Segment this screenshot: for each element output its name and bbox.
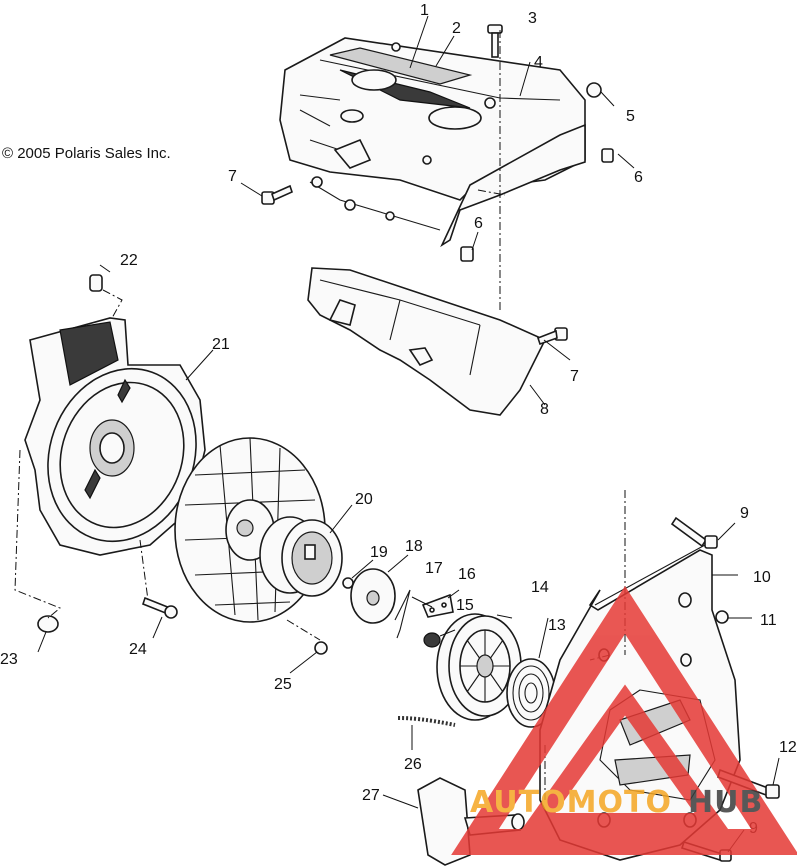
bolt-7-upper — [261, 184, 293, 205]
watermark-text-dark: HUB — [688, 785, 763, 820]
callout-26: 26 — [404, 756, 422, 773]
callout-18: 18 — [405, 538, 423, 555]
clip-6a — [601, 148, 614, 163]
callout-3: 3 — [528, 10, 537, 27]
bolt-25 — [314, 641, 328, 655]
callout-14: 14 — [531, 579, 549, 596]
callout-9a: 9 — [740, 505, 749, 522]
plug-23 — [37, 615, 59, 633]
callout-10: 10 — [753, 569, 771, 586]
flywheel-housing — [24, 317, 206, 556]
bolt-3 — [487, 24, 503, 58]
upper-shroud — [279, 37, 586, 248]
callout-20: 20 — [355, 491, 373, 508]
callout-8: 8 — [540, 401, 549, 418]
callout-23: 23 — [0, 651, 18, 668]
plate-18 — [350, 568, 396, 624]
bolt-24 — [142, 596, 178, 619]
callout-4: 4 — [534, 54, 543, 71]
callout-17: 17 — [425, 560, 443, 577]
copyright-notice: © 2005 Polaris Sales Inc. — [2, 145, 171, 162]
callout-16: 16 — [458, 566, 476, 583]
watermark-text-orange: AUTOMOTO — [470, 785, 672, 820]
pawl-16 — [421, 593, 454, 618]
automotohub-watermark: AUTOMOTO HUB — [451, 586, 797, 855]
dowel-22 — [89, 274, 103, 292]
callout-25: 25 — [274, 676, 292, 693]
bolt-7-lower — [537, 327, 568, 346]
callout-27: 27 — [362, 787, 380, 804]
callout-13: 13 — [548, 617, 566, 634]
callout-21: 21 — [212, 336, 230, 353]
nut-11 — [715, 610, 729, 624]
callout-5: 5 — [626, 108, 635, 125]
callout-11: 11 — [760, 612, 777, 629]
callout-2: 2 — [452, 20, 461, 37]
callout-22: 22 — [120, 252, 138, 269]
callout-19: 19 — [370, 544, 388, 561]
callout-12: 12 — [779, 739, 797, 756]
callout-1: 1 — [420, 2, 429, 19]
air-duct — [307, 267, 547, 416]
callout-15: 15 — [456, 597, 474, 614]
ring-15 — [423, 632, 441, 648]
starter-cup — [259, 516, 343, 597]
callout-6a: 6 — [634, 169, 643, 186]
spring-17 — [394, 589, 411, 639]
starter-rope — [397, 716, 456, 727]
clip-6b — [460, 246, 474, 262]
nut-5 — [586, 82, 602, 98]
callout-7b: 7 — [570, 368, 579, 385]
recoil-spring — [506, 658, 556, 728]
callout-6b: 6 — [474, 215, 483, 232]
rope-pulley — [436, 613, 522, 721]
callout-24: 24 — [129, 641, 147, 658]
bolt-9-upper — [670, 516, 718, 549]
callout-7a: 7 — [228, 168, 237, 185]
